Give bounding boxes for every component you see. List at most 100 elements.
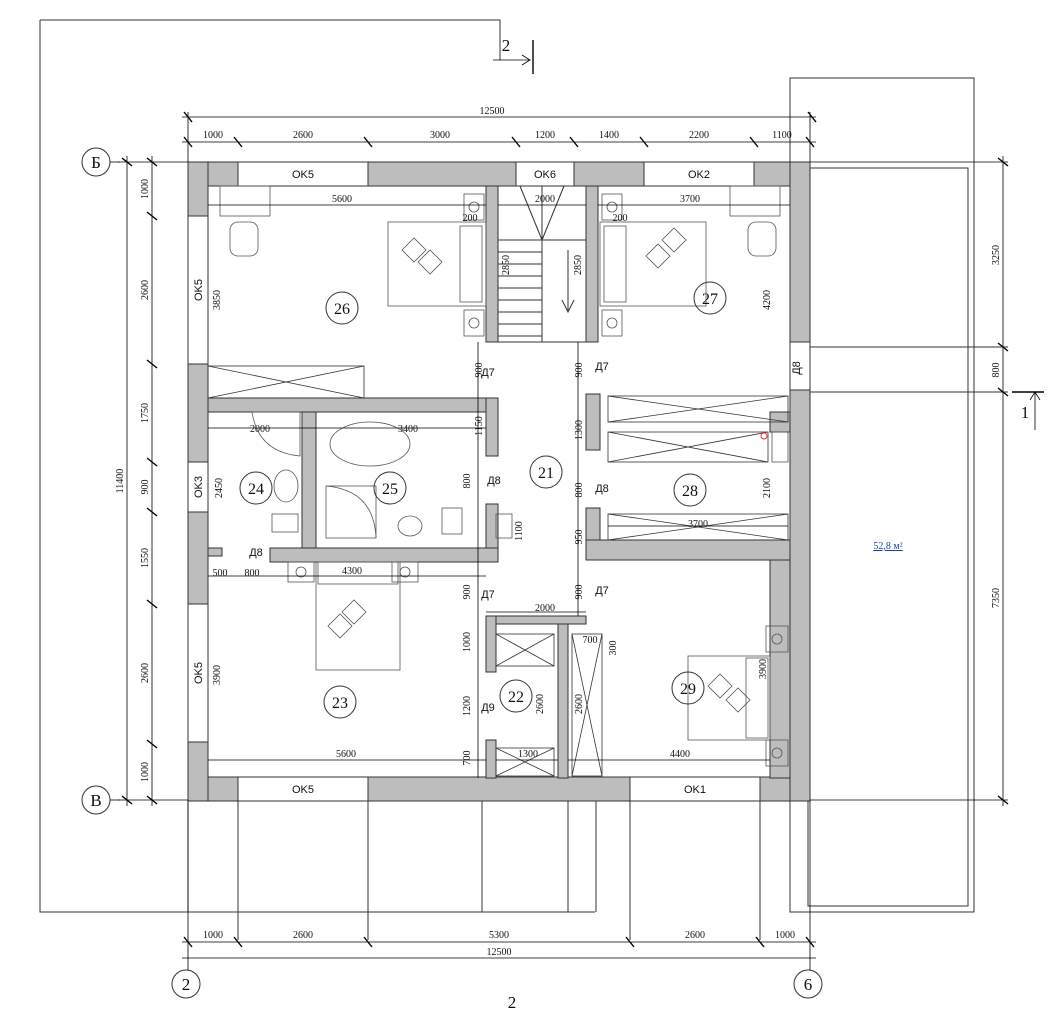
dimension-text: 4300 xyxy=(342,566,362,577)
dimension-text: 1000 xyxy=(203,930,223,941)
furniture xyxy=(219,185,789,767)
dimension-text: 5600 xyxy=(336,749,356,760)
dimension-text: 2600 xyxy=(140,280,151,300)
dimension-text: 3900 xyxy=(758,659,769,679)
room-number: 27 xyxy=(702,291,718,308)
dimension-text: 1000 xyxy=(140,179,151,199)
wardrobes xyxy=(207,365,789,777)
dimension-text: 1000 xyxy=(203,130,223,141)
dimension-text: 1200 xyxy=(535,130,555,141)
door-label: Д9 xyxy=(481,702,495,714)
dimension-text: 3700 xyxy=(680,194,700,205)
section-marks xyxy=(493,40,1044,430)
dimension-text: 3250 xyxy=(991,245,1002,265)
axis-bubble-2 xyxy=(171,969,201,999)
dimension-text: 2600 xyxy=(293,930,313,941)
dimension-text: 3400 xyxy=(398,424,418,435)
room-number: 29 xyxy=(680,681,696,698)
dimension-text: 1300 xyxy=(574,420,585,440)
dimension-text: 1100 xyxy=(772,130,792,141)
door-label: Д8 xyxy=(791,361,803,375)
window-label: OK3 xyxy=(193,476,205,498)
dimension-text: 800 xyxy=(462,474,473,489)
room-number: 24 xyxy=(248,481,264,498)
door-label: Д8 xyxy=(249,547,263,559)
door-label: Д7 xyxy=(595,585,609,597)
dimension-text: 2600 xyxy=(140,663,151,683)
dimension-text: 3850 xyxy=(212,290,223,310)
door-label: Д8 xyxy=(487,475,501,487)
dimension-text: 2600 xyxy=(535,694,546,714)
room-number: 26 xyxy=(334,301,350,318)
room-number: 23 xyxy=(332,695,348,712)
dimension-text: 5600 xyxy=(332,194,352,205)
window-label: OK5 xyxy=(292,784,314,796)
dimension-text: 950 xyxy=(574,530,585,545)
dimension-text: 800 xyxy=(991,363,1002,378)
dimension-text: 2450 xyxy=(214,478,225,498)
dimension-text: 4400 xyxy=(670,749,690,760)
dimension-text: 1000 xyxy=(462,632,473,652)
dimension-text: 900 xyxy=(574,363,585,378)
room-tags xyxy=(239,281,727,719)
dimension-text: 5300 xyxy=(489,930,509,941)
dimension-text: 2100 xyxy=(762,478,773,498)
dimension-text: 11400 xyxy=(115,469,126,494)
dimension-text: 1000 xyxy=(775,930,795,941)
dimension-text: 1100 xyxy=(514,521,525,541)
door-label: Д7 xyxy=(481,589,495,601)
dimension-text: 1300 xyxy=(518,749,538,760)
window-label: OK6 xyxy=(534,169,556,181)
dimension-text: 2850 xyxy=(501,255,512,275)
room-number: 28 xyxy=(682,483,698,500)
dimension-text: 2850 xyxy=(573,255,584,275)
dimension-text: 900 xyxy=(474,363,485,378)
dimension-text: 200 xyxy=(463,213,478,224)
dimension-text: 1750 xyxy=(140,403,151,423)
dimension-text: 700 xyxy=(462,751,473,766)
dimension-lines xyxy=(118,111,1009,962)
section-mark-bottom: 2 xyxy=(508,993,517,1011)
dimension-text: 800 xyxy=(245,568,260,579)
window-label: OK5 xyxy=(193,662,205,684)
room-number: 22 xyxy=(508,689,524,706)
room-number: 21 xyxy=(538,465,554,482)
dimension-text: 2200 xyxy=(689,130,709,141)
dimension-text: 1550 xyxy=(140,548,151,568)
dimension-text: 2000 xyxy=(535,194,555,205)
window-label: OK2 xyxy=(688,169,710,181)
dimension-text: 3700 xyxy=(688,519,708,530)
dimension-text: 7350 xyxy=(991,588,1002,608)
dimension-text: 2000 xyxy=(250,424,270,435)
axis-bubble-6 xyxy=(793,969,823,999)
axis-label-2: 2 xyxy=(182,975,191,994)
axis-label-6: 6 xyxy=(804,975,813,994)
site-boundary xyxy=(39,19,1008,940)
window-label: OK5 xyxy=(193,279,205,301)
window-label: OK5 xyxy=(292,169,314,181)
dimension-text: 2600 xyxy=(293,130,313,141)
dimension-text: 2000 xyxy=(535,603,555,614)
dimension-text: 500 xyxy=(213,568,228,579)
axis-label-b: Б xyxy=(91,153,101,172)
section-mark-top: 2 xyxy=(502,36,511,55)
room-number: 25 xyxy=(382,481,398,498)
dimension-text: 200 xyxy=(613,213,628,224)
dimension-text: 2600 xyxy=(574,694,585,714)
dimension-text: 800 xyxy=(574,483,585,498)
window-label: OK1 xyxy=(684,784,706,796)
door-label: Д7 xyxy=(595,361,609,373)
door-label: Д7 xyxy=(481,367,495,379)
staircase xyxy=(497,185,587,343)
dimension-text: 900 xyxy=(140,480,151,495)
terrace-area-label: 52,8 м² xyxy=(873,541,902,552)
dimension-text: 900 xyxy=(574,585,585,600)
section-mark-right: 1 xyxy=(1021,403,1030,422)
dimension-text: 2600 xyxy=(685,930,705,941)
exterior-walls xyxy=(187,161,811,802)
dimension-text: 12500 xyxy=(487,947,512,958)
dimension-text: 4200 xyxy=(762,290,773,310)
dimension-text: 1000 xyxy=(140,762,151,782)
